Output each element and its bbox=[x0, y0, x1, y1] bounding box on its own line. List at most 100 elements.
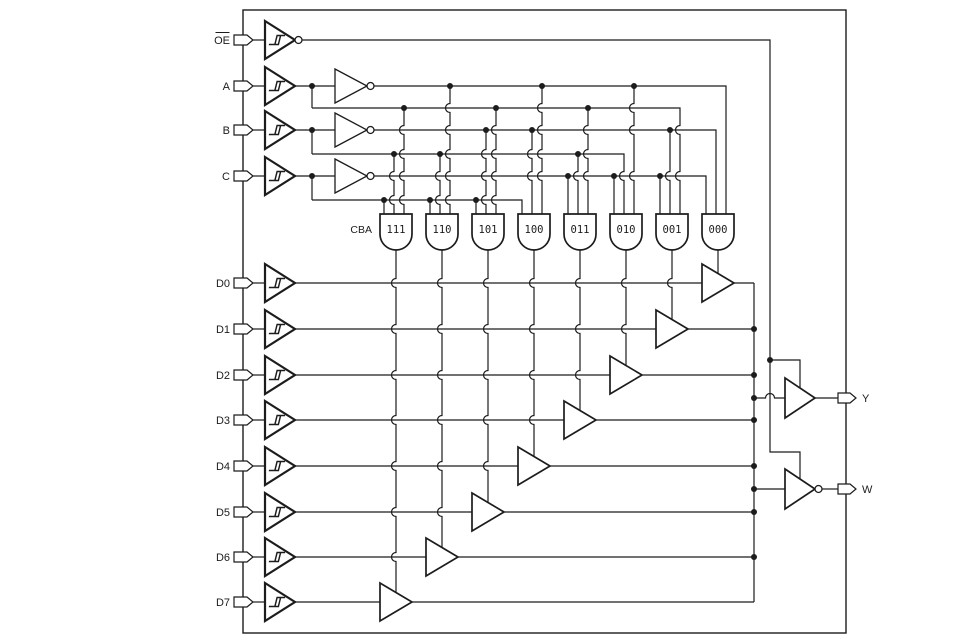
output-pin-W bbox=[837, 483, 857, 495]
junction-dot bbox=[751, 372, 757, 378]
pin-label-D5: D5 bbox=[216, 507, 230, 519]
junction-dot bbox=[565, 173, 571, 179]
hysteresis-icon bbox=[268, 506, 286, 518]
input-pin-D4 bbox=[233, 460, 254, 472]
junction-dots bbox=[309, 83, 773, 560]
gate-label-6: 001 bbox=[663, 224, 682, 236]
schmitt-buffer-C bbox=[263, 155, 298, 197]
wires bbox=[215, 9, 847, 634]
and-gate-0 bbox=[379, 213, 413, 251]
wire-gate-output-1 bbox=[436, 250, 443, 548]
junction-dot bbox=[631, 83, 637, 89]
pin-label-W: W bbox=[862, 484, 873, 496]
component-border bbox=[242, 9, 847, 634]
and-gate-3 bbox=[517, 213, 551, 251]
and-gate-5 bbox=[609, 213, 643, 251]
junction-dot bbox=[427, 197, 433, 203]
junction-dot bbox=[309, 83, 315, 89]
junction-dot bbox=[751, 509, 757, 515]
wire-B-true bbox=[312, 153, 625, 214]
data-buffer-D6 bbox=[425, 536, 460, 578]
junction-dot bbox=[751, 486, 757, 492]
inverter-bubble-icon bbox=[366, 81, 375, 91]
output-inverter-W bbox=[784, 467, 817, 511]
pin-label-D4: D4 bbox=[216, 461, 230, 473]
hysteresis-icon bbox=[268, 369, 286, 381]
inverter-A bbox=[334, 67, 375, 105]
pin-label-D1: D1 bbox=[216, 324, 230, 336]
pin-label-D0: D0 bbox=[216, 278, 230, 290]
wire-gate-output-3 bbox=[528, 250, 535, 457]
wire-oe-enable bbox=[302, 39, 801, 480]
symbols bbox=[233, 19, 857, 623]
input-pin-D2 bbox=[233, 369, 254, 381]
data-buffer-D2 bbox=[609, 354, 644, 396]
junction-dot bbox=[585, 105, 591, 111]
pin-label-B: B bbox=[223, 125, 230, 137]
junction-dot bbox=[751, 395, 757, 401]
hysteresis-icon bbox=[268, 124, 286, 136]
wire-select-tap bbox=[582, 108, 589, 214]
inverter-bubble-icon bbox=[366, 171, 375, 181]
input-pin-D1 bbox=[233, 323, 254, 335]
schmitt-buffer-D6 bbox=[263, 536, 298, 578]
wire-select-tap bbox=[398, 108, 405, 214]
schmitt-buffer-D4 bbox=[263, 445, 298, 487]
junction-dot bbox=[529, 127, 535, 133]
input-pin-D5 bbox=[233, 506, 254, 518]
input-pin-B bbox=[233, 124, 254, 136]
junction-dot bbox=[539, 83, 545, 89]
junction-dot bbox=[667, 127, 673, 133]
hysteresis-icon bbox=[268, 460, 286, 472]
data-buffer-D7 bbox=[379, 581, 414, 623]
pin-label-A: A bbox=[223, 81, 231, 93]
wire-select-tap bbox=[572, 154, 579, 214]
input-pin-C bbox=[233, 170, 254, 182]
hysteresis-icon bbox=[268, 34, 286, 46]
wire-select-tap bbox=[526, 130, 533, 214]
pin-label-D7: D7 bbox=[216, 597, 230, 609]
wire-oe-enable-y bbox=[770, 359, 801, 389]
schmitt-buffer-D0 bbox=[263, 262, 298, 304]
junction-dot bbox=[437, 151, 443, 157]
gate-label-5: 010 bbox=[617, 224, 636, 236]
and-gate-1 bbox=[425, 213, 459, 251]
wire-A-inverted bbox=[374, 85, 727, 214]
hysteresis-icon bbox=[268, 80, 286, 92]
and-gate-6 bbox=[655, 213, 689, 251]
wire-select-tap bbox=[664, 130, 671, 214]
wire-B-inverted bbox=[374, 129, 717, 214]
junction-dot bbox=[751, 326, 757, 332]
junction-dot bbox=[767, 357, 773, 363]
pin-label-D3: D3 bbox=[216, 415, 230, 427]
and-gate-4 bbox=[563, 213, 597, 251]
schmitt-buffer-D1 bbox=[263, 308, 298, 350]
schmitt-buffer-B bbox=[263, 109, 298, 151]
input-pin-D0 bbox=[233, 277, 254, 289]
schmitt-buffer-D2 bbox=[263, 354, 298, 396]
junction-dot bbox=[447, 83, 453, 89]
wire-A-true bbox=[312, 107, 681, 214]
gate-label-1: 110 bbox=[433, 224, 452, 236]
inverter-C bbox=[334, 157, 375, 195]
wire-select-tap bbox=[490, 108, 497, 214]
wire-select-tap bbox=[388, 154, 395, 214]
gate-label-2: 101 bbox=[479, 224, 498, 236]
hysteresis-icon bbox=[268, 414, 286, 426]
wire-gate-output-6 bbox=[666, 250, 673, 320]
junction-dot bbox=[657, 173, 663, 179]
pin-label-D2: D2 bbox=[216, 370, 230, 382]
wire-select-tap bbox=[444, 86, 451, 214]
input-pin-OE bbox=[233, 34, 254, 46]
schmitt-inverter-OE bbox=[263, 19, 303, 61]
schmitt-buffer-D3 bbox=[263, 399, 298, 441]
wire-select-tap bbox=[536, 86, 543, 214]
wire-gate-output-5 bbox=[620, 250, 627, 366]
hysteresis-icon bbox=[268, 323, 286, 335]
inverter-bubble-icon bbox=[294, 35, 303, 45]
inverter-B bbox=[334, 111, 375, 149]
junction-dot bbox=[401, 105, 407, 111]
schmitt-buffer-A bbox=[263, 65, 298, 107]
